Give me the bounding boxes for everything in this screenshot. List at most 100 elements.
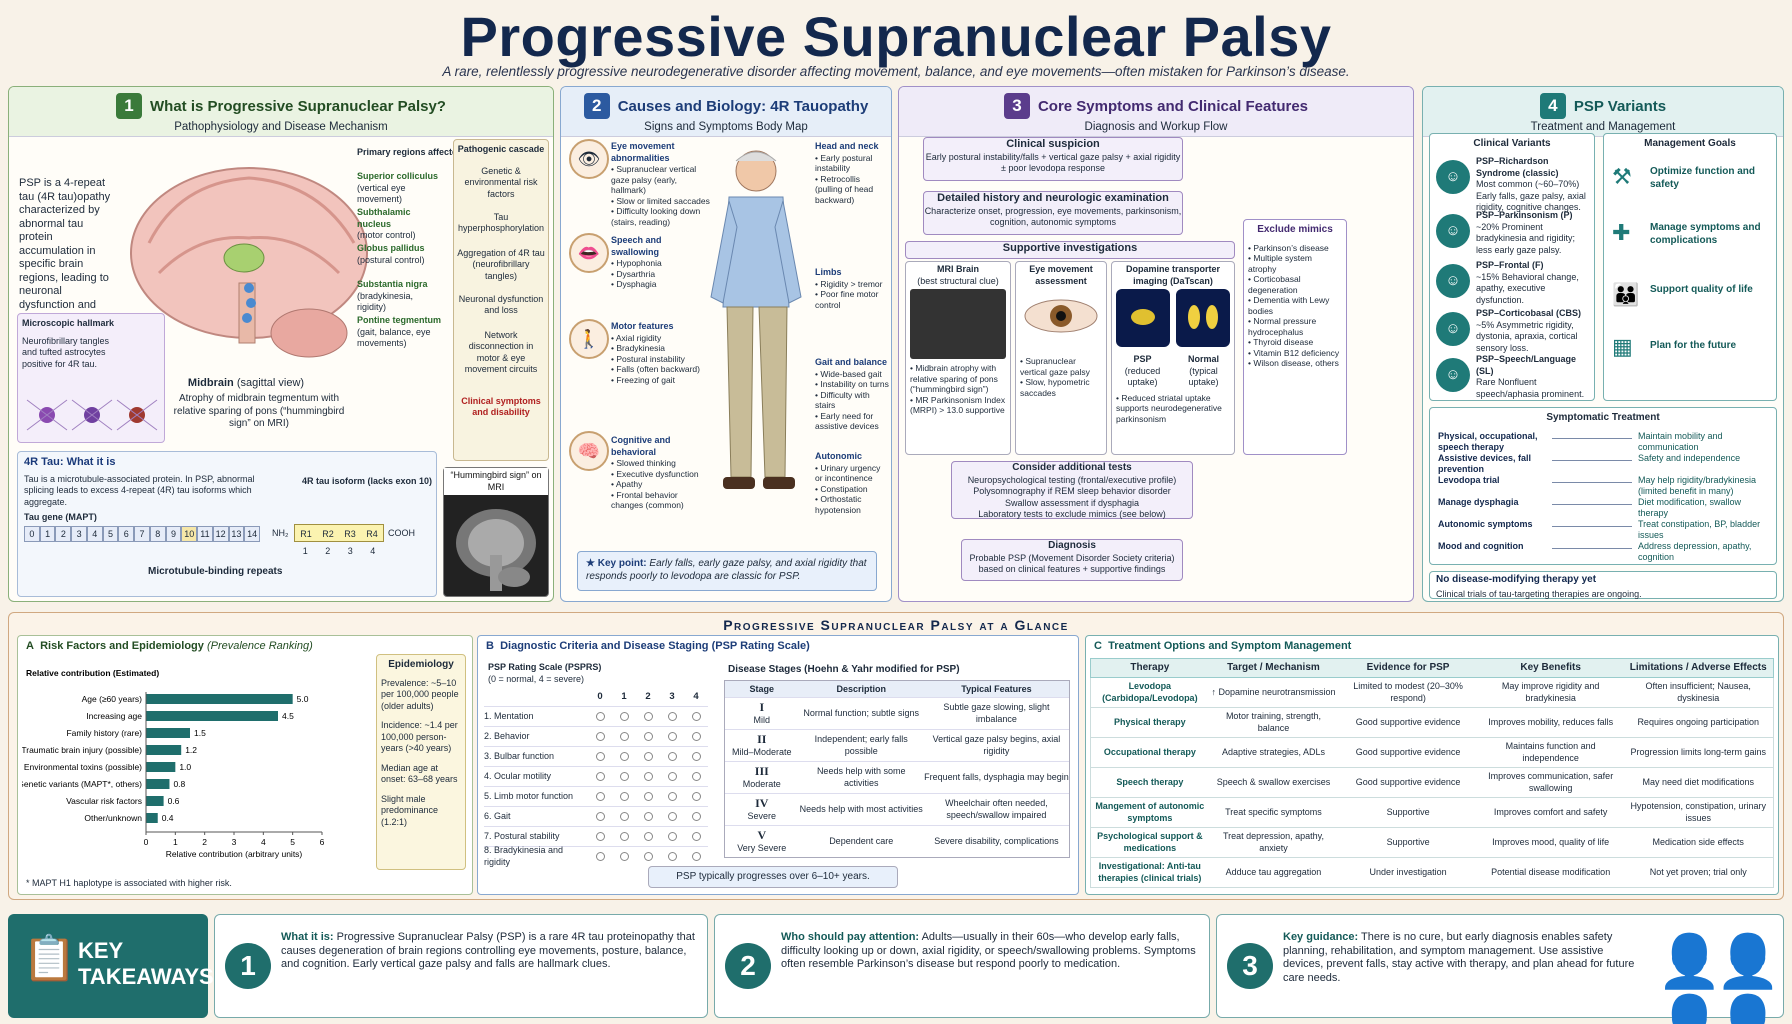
symptom-motor: Motor featuresAxial rigidityBradykinesia… xyxy=(611,321,711,385)
calendar-icon: ▦ xyxy=(1612,334,1633,359)
score-radio[interactable] xyxy=(667,751,677,761)
bar-category-label: Other/unknown xyxy=(84,813,142,823)
bar-category-label: Increasing age xyxy=(86,711,142,721)
score-radio[interactable] xyxy=(691,731,701,741)
score-radio[interactable] xyxy=(619,731,629,741)
score-radio[interactable] xyxy=(643,711,653,721)
symptom-cognitive: Cognitive and behavioralSlowed thinkingE… xyxy=(611,435,711,511)
score-radio[interactable] xyxy=(595,831,605,841)
panel-title: Treatment Options and Symptom Management xyxy=(1108,640,1352,652)
score-radio[interactable] xyxy=(667,831,677,841)
symptom-head-neck: Head and neckEarly postural instabilityR… xyxy=(815,141,889,205)
risk-factors-panel: A Risk Factors and Epidemiology (Prevale… xyxy=(17,635,473,895)
mouth-icon: 👄 xyxy=(569,233,609,273)
mri-image xyxy=(456,509,536,591)
exon-box: 10 xyxy=(181,526,198,542)
regions-list: Superior colliculus(vertical eye movemen… xyxy=(357,171,441,351)
repeat-r2: R2 xyxy=(322,529,334,539)
score-radio[interactable] xyxy=(643,771,653,781)
risk-bar xyxy=(146,728,190,738)
score-radio[interactable] xyxy=(595,771,605,781)
score-radio[interactable] xyxy=(619,771,629,781)
score-radio[interactable] xyxy=(667,731,677,741)
score-radio[interactable] xyxy=(643,851,653,861)
regions-title: Primary regions affected xyxy=(357,147,463,157)
pspsrs-item-row: 4. Ocular motility xyxy=(484,766,708,786)
score-radio[interactable] xyxy=(619,791,629,801)
panel-title: Risk Factors and Epidemiology xyxy=(40,640,204,652)
micro-title: Microscopic hallmark xyxy=(22,318,115,328)
score-radio[interactable] xyxy=(619,811,629,821)
chart-ylabel: Relative contribution (Estimated) xyxy=(26,668,159,678)
score-radio[interactable] xyxy=(595,751,605,761)
x-tick-label: 4 xyxy=(261,837,266,847)
score-radio[interactable] xyxy=(643,831,653,841)
panel-subtitle: Signs and Symptoms Body Map xyxy=(644,121,808,133)
arrow-connector xyxy=(1552,437,1632,439)
bar-value-label: 5.0 xyxy=(297,694,309,704)
flow-history-exam: Detailed history and neurologic examinat… xyxy=(923,191,1183,235)
score-radio[interactable] xyxy=(595,731,605,741)
tau-title: 4R Tau: What it is xyxy=(24,456,116,468)
clipboard-icon: 📋 xyxy=(22,934,77,983)
score-radio[interactable] xyxy=(619,851,629,861)
hummingbird-label: “Hummingbird sign” on MRI xyxy=(444,468,548,495)
bar-category-label: Traumatic brain injury (possible) xyxy=(22,745,142,755)
score-radio[interactable] xyxy=(667,791,677,801)
score-radio[interactable] xyxy=(619,711,629,721)
score-radio[interactable] xyxy=(667,851,677,861)
score-radio[interactable] xyxy=(595,791,605,801)
variant-item: ☺PSP–Speech/Language (SL)Rare Nonfluent … xyxy=(1436,352,1586,404)
score-radio[interactable] xyxy=(691,751,701,761)
goal-item: Manage symptoms and complications xyxy=(1650,222,1761,246)
isoform-title: 4R tau isoform (lacks exon 10) xyxy=(302,476,433,486)
score-radio[interactable] xyxy=(691,711,701,721)
datscan-images xyxy=(1116,289,1230,347)
brain-icon: 🧠 xyxy=(569,431,609,471)
key-point-label: ★ Key point: xyxy=(586,558,647,569)
score-radio[interactable] xyxy=(667,711,677,721)
score-radio[interactable] xyxy=(691,811,701,821)
panel-subtitle: Pathophysiology and Disease Mechanism xyxy=(174,121,388,133)
arrow-connector xyxy=(1552,547,1632,549)
takeaways-title: KEY xyxy=(78,938,124,963)
score-radio[interactable] xyxy=(691,831,701,841)
exon-box: 14 xyxy=(244,526,261,542)
region-item: Subthalamic nucleus(motor control) xyxy=(357,207,416,240)
score-radio[interactable] xyxy=(667,771,677,781)
score-radio[interactable] xyxy=(643,811,653,821)
score-radio[interactable] xyxy=(643,791,653,801)
tau-info-box: 4R Tau: What it is Tau is a microtubule-… xyxy=(17,451,437,597)
score-radio[interactable] xyxy=(643,731,653,741)
walking-person-icon: 🚶 xyxy=(569,319,609,359)
datscan-box: Dopamine transporter imaging (DaTscan) P… xyxy=(1111,261,1235,455)
risk-bar xyxy=(146,762,176,772)
score-radio[interactable] xyxy=(643,751,653,761)
score-radio[interactable] xyxy=(691,791,701,801)
score-radio[interactable] xyxy=(691,771,701,781)
panel-number: 1 xyxy=(116,93,143,119)
score-radio[interactable] xyxy=(691,851,701,861)
takeaway-item: 1 What it is: Progressive Supranuclear P… xyxy=(214,914,708,1018)
arrow-connector xyxy=(1552,481,1632,483)
score-radio[interactable] xyxy=(595,851,605,861)
score-radio[interactable] xyxy=(595,711,605,721)
treatment-table-row: Investigational: Anti-tau therapies (cli… xyxy=(1090,858,1774,888)
score-radio[interactable] xyxy=(595,811,605,821)
arrow-connector xyxy=(1552,459,1632,461)
exon-box: 2 xyxy=(55,526,72,542)
score-radio[interactable] xyxy=(619,831,629,841)
score-radio[interactable] xyxy=(667,811,677,821)
stages-title: Disease Stages (Hoehn & Yahr modified fo… xyxy=(728,664,960,675)
variant-item: ☺PSP–Richardson Syndrome (classic)Most c… xyxy=(1436,154,1586,212)
cascade-step: Neuronal dysfunction and loss xyxy=(458,293,544,316)
score-radio[interactable] xyxy=(619,751,629,761)
